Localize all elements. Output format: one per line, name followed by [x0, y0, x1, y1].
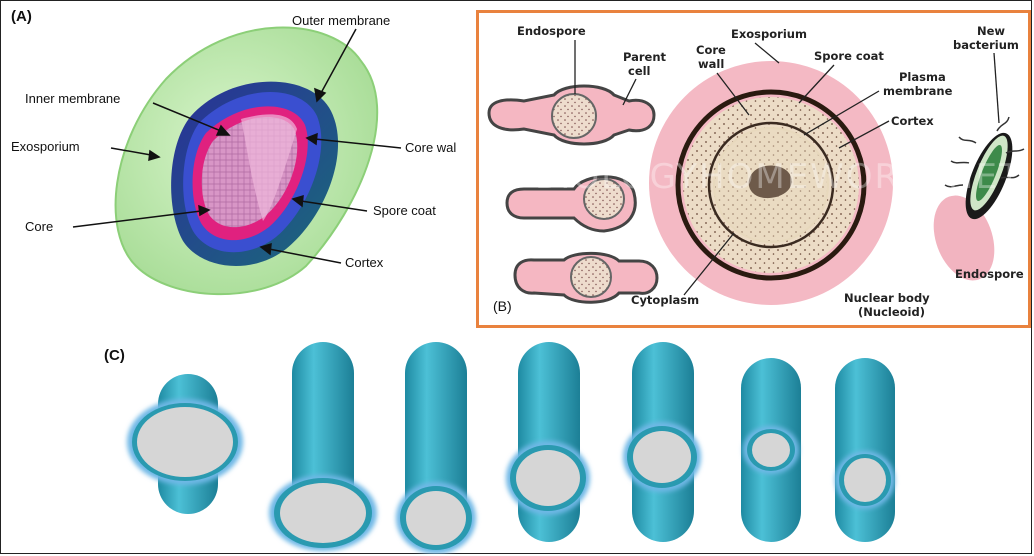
bacterium-terminal-swollen-spore	[269, 342, 377, 551]
label-cortex: Cortex	[345, 255, 384, 270]
panel-c-tag: (C)	[104, 347, 125, 364]
label-parent-cell-line2: cell	[628, 64, 651, 78]
label-nuclear-body-line1: Nuclear body	[844, 291, 930, 305]
label-parent-cell-line1: Parent	[623, 50, 667, 64]
label-plasma-membrane-line2: membrane	[883, 84, 953, 98]
label-plasma-membrane-line1: Plasma	[899, 70, 946, 84]
label-new-bacterium-line1: New	[977, 24, 1005, 38]
watermark-text: ©BIOLOGYHOMEWORKSNET.COM	[499, 157, 1028, 197]
label-endospore-left: Endospore	[517, 24, 586, 38]
bacterium-central-swollen-spore	[127, 374, 243, 514]
parent-cell-1	[489, 86, 654, 144]
panel-a-tag: (A)	[11, 8, 32, 25]
label-inner-membrane: Inner membrane	[25, 91, 120, 106]
label-core-wall-line2: wall	[698, 57, 724, 71]
label-endospore-right: Endospore	[955, 267, 1024, 281]
panel-c-spore-positions: (C)	[1, 330, 1031, 554]
bacterium-central-spore	[623, 342, 701, 542]
panel-b-tag: (B)	[493, 298, 512, 314]
label-cortex-b: Cortex	[891, 114, 934, 128]
label-spore-coat-b: Spore coat	[814, 49, 884, 63]
bacterium-small-central-spore	[741, 358, 801, 542]
bacterium-subterminal-spore	[506, 342, 590, 542]
label-core-wall-line1: Core	[696, 43, 726, 57]
label-exosporium-b: Exosporium	[731, 27, 807, 41]
label-exosporium: Exosporium	[11, 139, 80, 154]
label-cytoplasm: Cytoplasm	[631, 293, 699, 307]
label-spore-coat: Spore coat	[373, 203, 436, 218]
label-outer-membrane: Outer membrane	[292, 13, 390, 28]
label-nuclear-body-line2: (Nucleoid)	[858, 305, 925, 319]
label-core: Core	[25, 219, 53, 234]
panel-a-spore-3d: (A) Outer membrane Inner membrane Exospo…	[1, 1, 473, 327]
label-core-wall: Core wal	[405, 140, 456, 155]
bacterium-small-subterminal-spore	[835, 358, 895, 542]
label-new-bacterium-line2: bacterium	[953, 38, 1019, 52]
panel-b-endospore-diagram: ©BIOLOGYHOMEWORKSNET.COM Endospore Paren…	[476, 10, 1031, 328]
bacterium-terminal-spore	[396, 342, 476, 554]
new-bacterium-illustration	[923, 117, 1024, 289]
